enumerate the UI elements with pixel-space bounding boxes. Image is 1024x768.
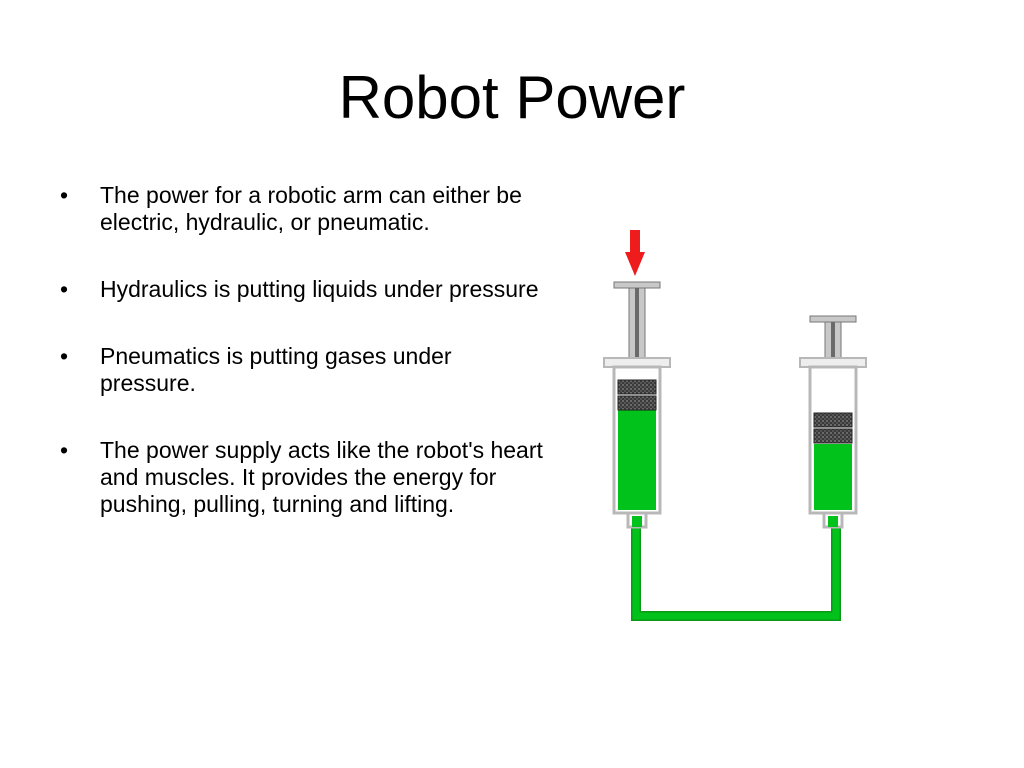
slide-title: Robot Power bbox=[338, 64, 686, 131]
tube-icon bbox=[631, 520, 841, 621]
down-arrow-icon bbox=[625, 230, 645, 276]
bullet-item: • Hydraulics is putting liquids under pr… bbox=[60, 276, 550, 303]
bullet-text: Hydraulics is putting liquids under pres… bbox=[100, 276, 539, 302]
bullet-list: • The power for a robotic arm can either… bbox=[60, 182, 550, 558]
bullet-item: • The power supply acts like the robot's… bbox=[60, 437, 550, 518]
bullet-text: The power for a robotic arm can either b… bbox=[100, 182, 522, 235]
bullet-text: The power supply acts like the robot's h… bbox=[100, 437, 543, 517]
bullet-marker: • bbox=[60, 276, 69, 302]
syringe-icon bbox=[799, 315, 867, 529]
bullet-item: • The power for a robotic arm can either… bbox=[60, 182, 550, 236]
bullet-text: Pneumatics is putting gases under pressu… bbox=[100, 343, 452, 396]
syringe-icon bbox=[603, 230, 671, 529]
bullet-marker: • bbox=[60, 343, 69, 369]
hydraulic-syringe-diagram bbox=[603, 230, 867, 621]
bullet-marker: • bbox=[60, 437, 69, 463]
bullet-item: • Pneumatics is putting gases under pres… bbox=[60, 343, 550, 397]
bullet-marker: • bbox=[60, 182, 69, 208]
